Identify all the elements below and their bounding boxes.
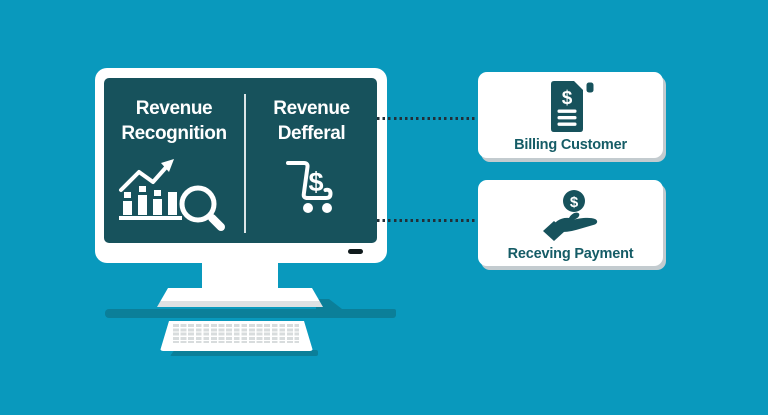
connector-payment-dotted-line <box>377 219 478 222</box>
revenue-recognition-line1: Revenue <box>135 98 213 119</box>
revenue-deferral-line1: Revenue <box>273 98 350 119</box>
card-billing-customer: $ Billing Customer <box>478 72 663 158</box>
panel-revenue-deferral: Revenue Defferal <box>246 96 377 146</box>
keyboard <box>160 321 313 351</box>
monitor-base-shadow <box>316 299 342 309</box>
keyboard-shadow <box>170 350 318 356</box>
growth-chart-magnifier-icon <box>119 159 225 231</box>
card-receiving-payment-label: Receving Payment <box>507 246 634 262</box>
invoice-dollar-icon: $ <box>550 81 593 132</box>
desk-shadow-band <box>105 309 396 318</box>
coin-dollar-glyph: $ <box>569 194 578 211</box>
monitor-stand-base <box>157 288 323 307</box>
connector-billing-dotted-line <box>377 117 478 120</box>
screen-divider <box>244 94 246 233</box>
invoice-dollar-glyph: $ <box>561 88 572 109</box>
keyboard-keys <box>173 324 299 343</box>
panel-revenue-recognition: Revenue Recognition <box>104 96 244 146</box>
cart-dollar-glyph: $ <box>308 167 323 197</box>
shopping-cart-dollar-icon: $ <box>286 161 333 213</box>
power-button <box>348 249 363 254</box>
revenue-deferral-line2: Defferal <box>277 123 346 144</box>
revenue-recognition-line2: Recognition <box>121 123 227 144</box>
card-billing-customer-label: Billing Customer <box>514 137 627 153</box>
monitor-screen <box>104 78 377 243</box>
card-receiving-payment: $ Receving Payment <box>478 180 663 266</box>
hand-coin-icon: $ <box>542 190 597 241</box>
